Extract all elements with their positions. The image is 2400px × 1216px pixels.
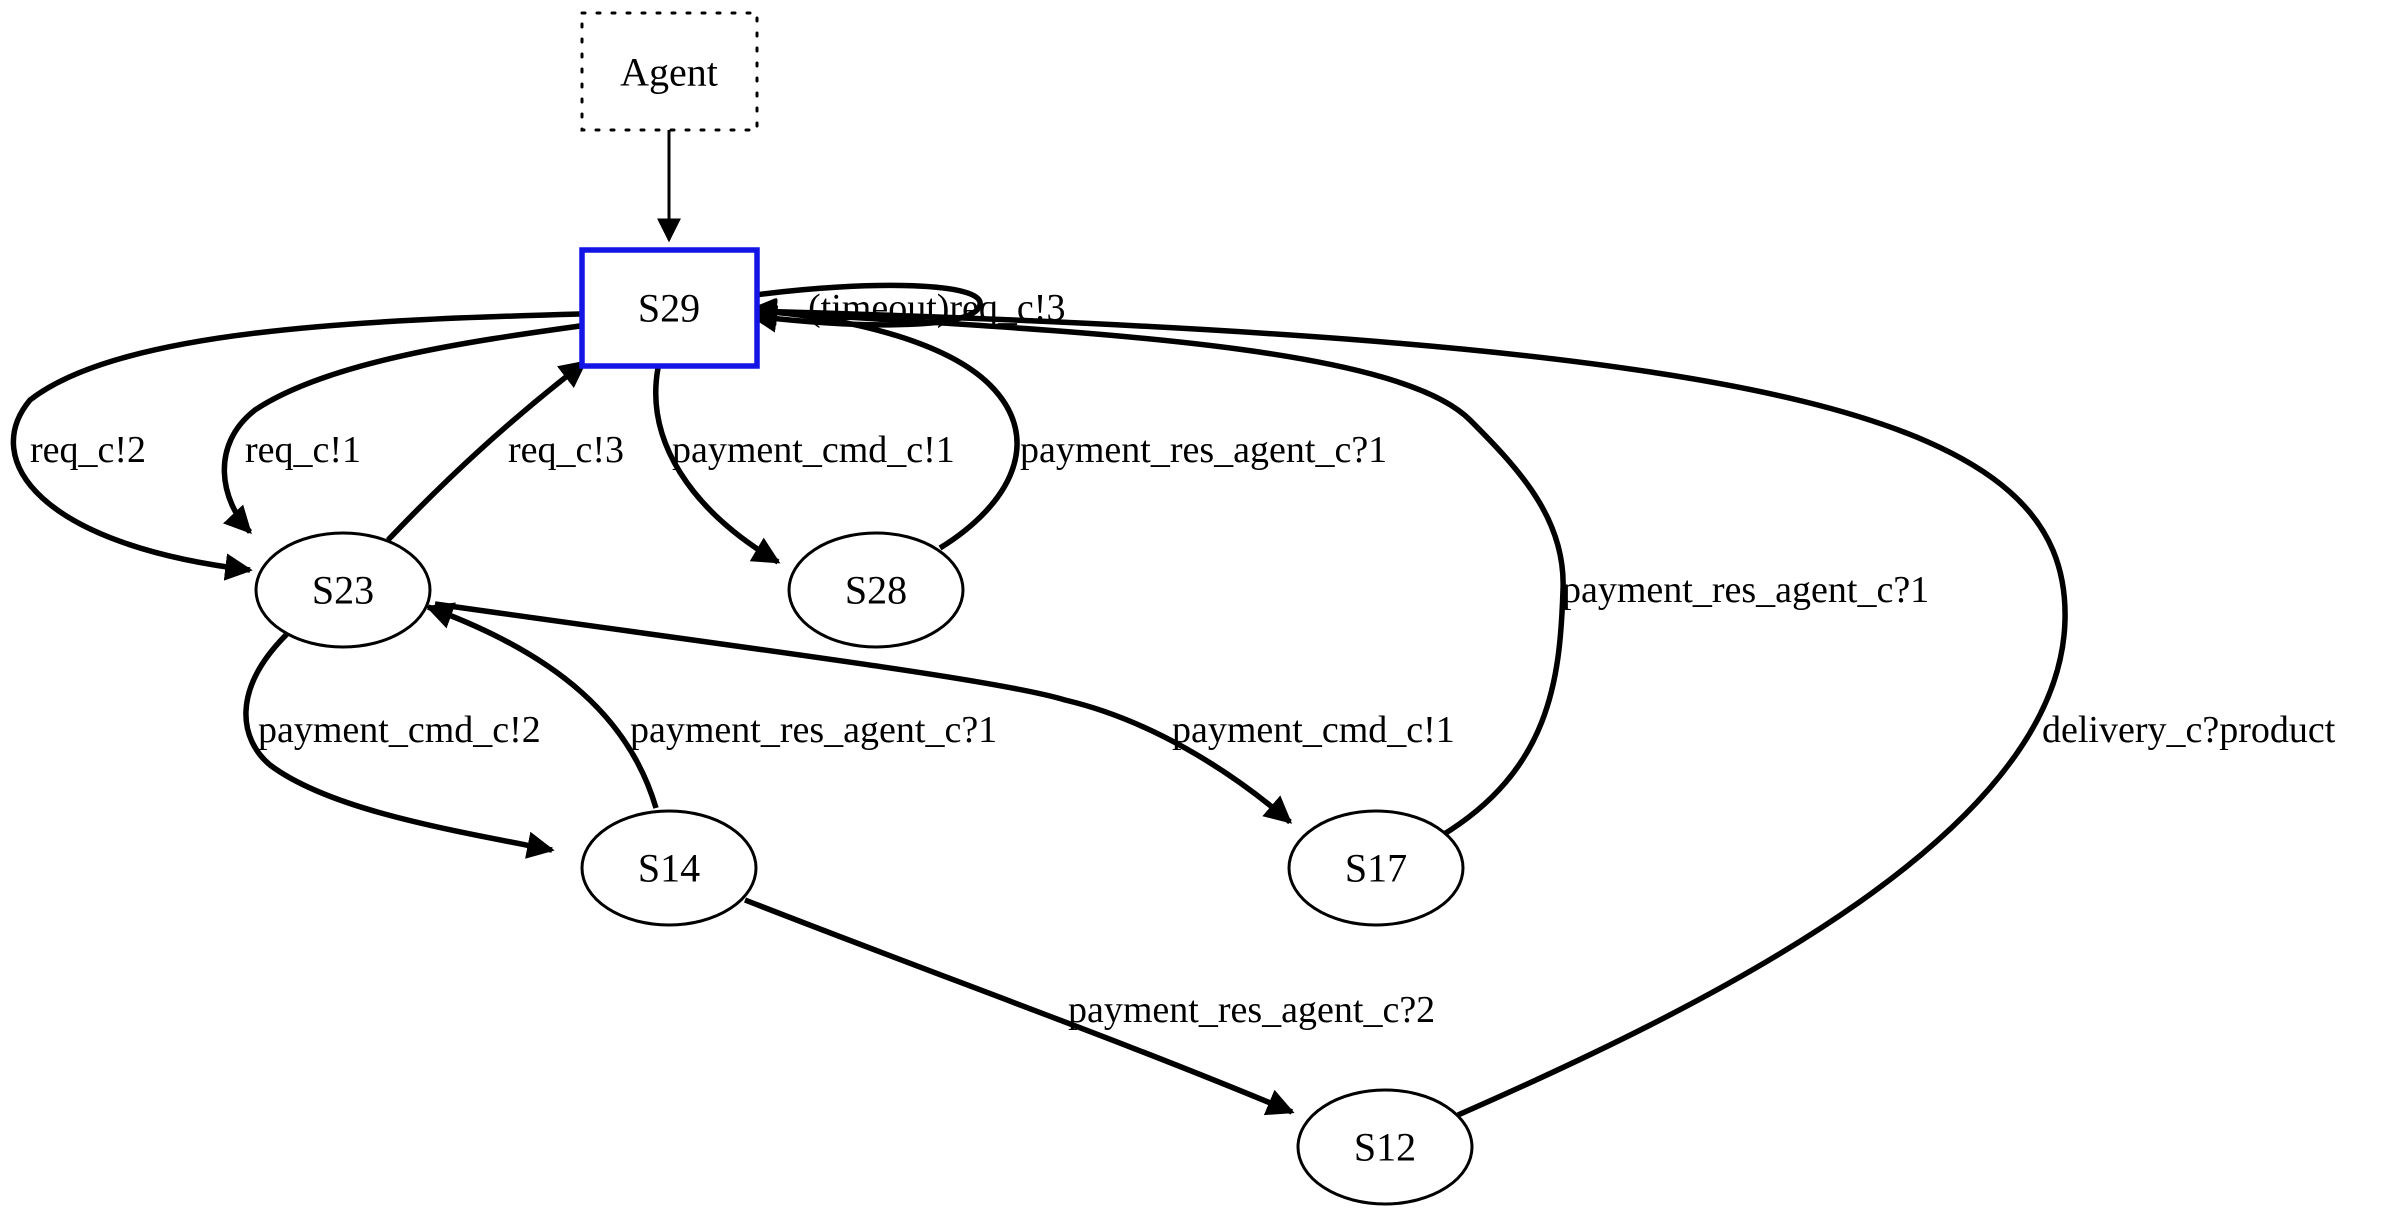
- state-s28[interactable]: S28: [787, 531, 965, 649]
- state-s28-label: S28: [845, 568, 907, 613]
- edge-s29-self: [749, 282, 983, 333]
- edge-s14-s12: [744, 897, 1295, 1116]
- edge-label-s23-s14: payment_cmd_c!2: [258, 709, 541, 751]
- edge-s23-s29: [386, 359, 588, 542]
- state-s12-label: S12: [1354, 1125, 1416, 1170]
- state-s17[interactable]: S17: [1287, 809, 1465, 927]
- edge-label-s12-s29: delivery_c?product: [2042, 709, 2336, 751]
- edge-label-s17-s29: payment_res_agent_c?1: [1562, 569, 1929, 611]
- state-s23-label: S23: [312, 568, 374, 613]
- state-s14-label: S14: [638, 846, 700, 891]
- state-agent[interactable]: Agent: [580, 11, 759, 132]
- edge-s12-s29: [749, 297, 2068, 1118]
- edge-s14-s23: [425, 602, 659, 809]
- edge-label-s29-self: (timeout)req_c!3: [808, 287, 1065, 329]
- edge-s23-s14: [243, 631, 555, 859]
- edge-label-s14-s12: payment_res_agent_c?2: [1068, 989, 1435, 1031]
- edge-s17-s29: [749, 298, 1566, 839]
- edge-label-s23-s17: payment_cmd_c!1: [1172, 709, 1455, 751]
- edge-label-s29-s23-inner: req_c!1: [245, 429, 361, 471]
- edge-label-s29-s23-outer: req_c!2: [30, 429, 146, 471]
- state-agent-label: Agent: [620, 50, 718, 95]
- state-s17-label: S17: [1345, 846, 1407, 891]
- state-s29[interactable]: S29: [579, 247, 760, 369]
- edge-s29-s23-outer: [10, 311, 581, 581]
- edge-label-s29-s28: payment_cmd_c!1: [672, 429, 955, 471]
- edge-label-s14-s23: payment_res_agent_c?1: [630, 709, 997, 751]
- state-s29-label: S29: [638, 286, 700, 331]
- edge-label-s23-s29: req_c!3: [508, 429, 624, 471]
- edge-s29-s23-inner: [221, 323, 581, 535]
- edge-s23-s17: [434, 601, 1293, 825]
- edge-s29-s28: [653, 367, 781, 565]
- edge-label-s28-s29: payment_res_agent_c?1: [1020, 429, 1387, 471]
- state-s12[interactable]: S12: [1296, 1088, 1474, 1206]
- state-s14[interactable]: S14: [580, 809, 758, 927]
- state-s23[interactable]: S23: [254, 531, 432, 649]
